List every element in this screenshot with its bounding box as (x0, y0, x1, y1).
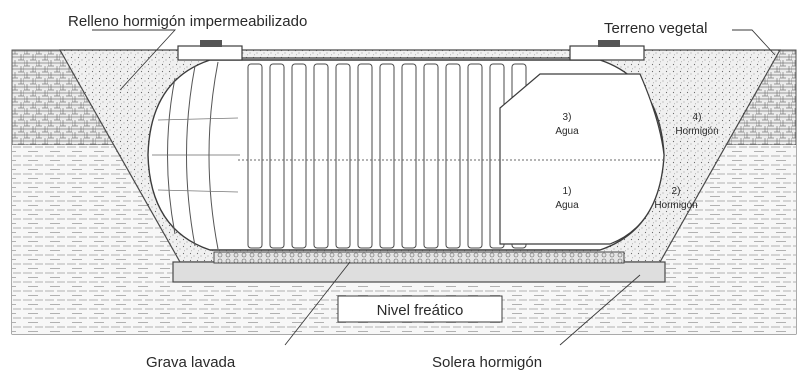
label-grava: Grava lavada (146, 354, 236, 371)
washed-gravel-layer (213, 251, 625, 264)
label-relleno: Relleno hormigón impermeabilizado (68, 13, 307, 30)
zone-2-number: 2) (672, 186, 681, 197)
zone-1-number: 1) (563, 186, 572, 197)
concrete-base-slab (172, 261, 666, 283)
zone-3-name: Agua (555, 126, 579, 137)
leader-lines (92, 29, 776, 346)
tank-rib (291, 63, 307, 249)
tank-rib (313, 63, 329, 249)
zone-3-number: 3) (563, 112, 572, 123)
tank-rib (247, 63, 263, 249)
zone-4-number: 4) (693, 112, 702, 123)
tank-rib (379, 63, 395, 249)
tank-rib (357, 63, 373, 249)
tank-rib (269, 63, 285, 249)
label-solera: Solera hormigón (432, 354, 542, 371)
tank-rib (401, 63, 417, 249)
label-nivel: Nivel freático (377, 302, 464, 319)
tank (147, 40, 665, 251)
zone-2-name: Hormigón (654, 200, 697, 211)
label-terreno: Terreno vegetal (604, 20, 707, 37)
left-manhole (177, 45, 243, 61)
tank-rib (335, 63, 351, 249)
tank-rib (423, 63, 439, 249)
tank-rib (445, 63, 461, 249)
right-manhole (569, 45, 645, 61)
zone-1-name: Agua (555, 200, 579, 211)
zone-4-name: Hormigón (675, 126, 718, 137)
tank-rib (467, 63, 483, 249)
water-table-box (337, 295, 503, 323)
